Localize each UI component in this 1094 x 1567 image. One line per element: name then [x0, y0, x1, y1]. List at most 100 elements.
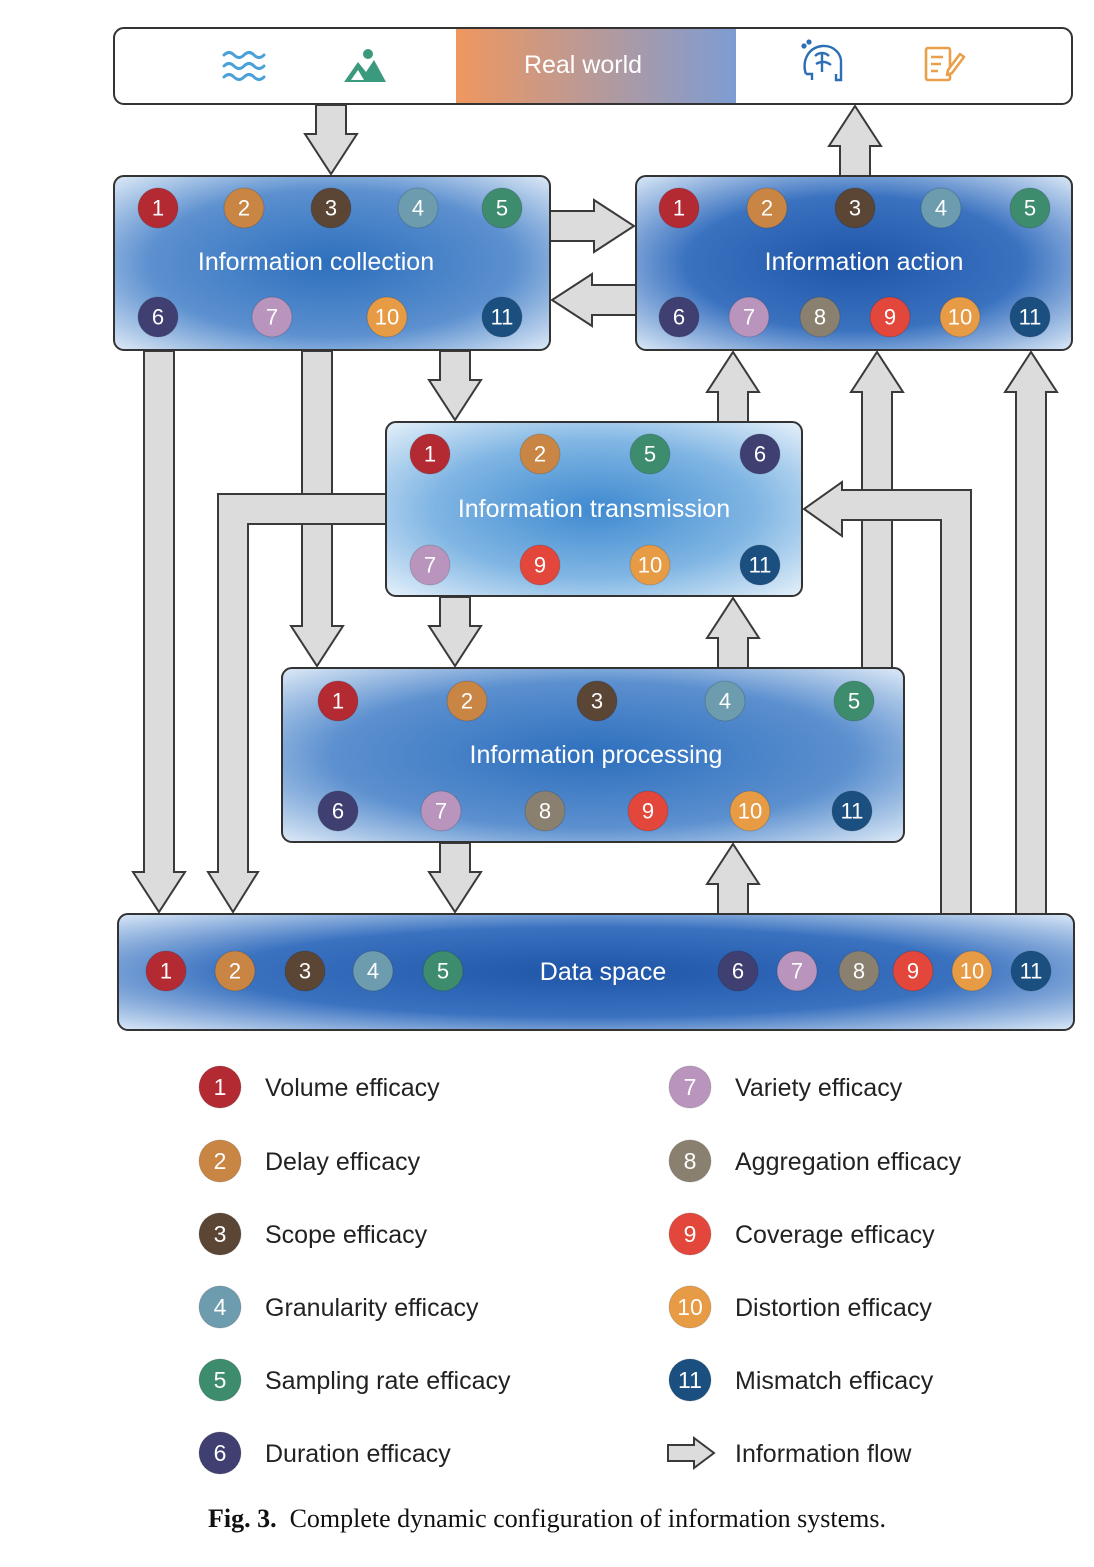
efficacy-badge-11: 11	[1010, 950, 1052, 992]
arrow-transmission-to-dataspace	[206, 493, 387, 914]
arrow-real-world-to-collection	[303, 104, 359, 176]
efficacy-badge-number: 2	[229, 959, 241, 984]
efficacy-badge-3: 3	[284, 950, 326, 992]
mountain-landscape-icon	[344, 49, 386, 82]
efficacy-badge-1: 1	[137, 187, 179, 229]
efficacy-badge-number: 11	[678, 1367, 702, 1393]
real-world-bar: Real world	[113, 27, 1073, 105]
real-world-band	[456, 29, 736, 103]
information-transmission-label: Information transmission	[458, 495, 730, 523]
efficacy-badge-number: 11	[749, 553, 772, 578]
information-transmission-node: Information transmission 1 2 5 6 7 9 10 11	[385, 421, 803, 597]
efficacy-badge-11: 11	[668, 1358, 712, 1402]
efficacy-badge-number: 3	[849, 196, 861, 221]
arrow-processing-to-dataspace	[427, 842, 483, 914]
legend-label: Variety efficacy	[735, 1074, 903, 1102]
efficacy-badge-number: 10	[677, 1294, 703, 1320]
efficacy-badge-number: 8	[814, 305, 826, 330]
efficacy-badge-1: 1	[145, 950, 187, 992]
efficacy-badge-number: 9	[884, 305, 896, 330]
legend-label: Volume efficacy	[265, 1074, 440, 1102]
efficacy-badge-10: 10	[939, 296, 981, 338]
efficacy-badge-number: 11	[841, 799, 864, 824]
efficacy-badge-4: 4	[920, 187, 962, 229]
efficacy-badge-number: 1	[152, 196, 164, 221]
information-processing-label: Information processing	[470, 741, 723, 769]
efficacy-badge-2: 2	[746, 187, 788, 229]
efficacy-badge-7: 7	[776, 950, 818, 992]
efficacy-badge-number: 10	[738, 799, 762, 824]
arrow-collection-to-transmission	[427, 350, 483, 422]
efficacy-badge-7: 7	[420, 790, 462, 832]
efficacy-badge-number: 9	[907, 959, 919, 984]
efficacy-badge-11: 11	[481, 296, 523, 338]
efficacy-badge-number: 10	[948, 305, 972, 330]
legend-label: Aggregation efficacy	[735, 1148, 962, 1176]
efficacy-badge-5: 5	[422, 950, 464, 992]
efficacy-badge-number: 4	[935, 196, 947, 221]
efficacy-badge-number: 6	[673, 305, 685, 330]
efficacy-badge-number: 1	[673, 196, 685, 221]
efficacy-badge-number: 6	[732, 959, 744, 984]
efficacy-badge-11: 11	[1009, 296, 1051, 338]
efficacy-badge-5: 5	[833, 680, 875, 722]
efficacy-badge-number: 1	[332, 689, 344, 714]
efficacy-badge-number: 10	[638, 553, 662, 578]
legend-label: Mismatch efficacy	[735, 1367, 934, 1395]
efficacy-badge-number: 5	[644, 442, 656, 467]
efficacy-badge-6: 6	[317, 790, 359, 832]
efficacy-badge-7: 7	[409, 544, 451, 586]
efficacy-badge-number: 2	[761, 196, 773, 221]
efficacy-badge-7: 7	[728, 296, 770, 338]
information-flow-arrow-icon	[667, 1436, 716, 1470]
legend-label: Duration efficacy	[265, 1440, 451, 1468]
efficacy-badge-9: 9	[519, 544, 561, 586]
efficacy-badge-2: 2	[214, 950, 256, 992]
efficacy-badge-2: 2	[446, 680, 488, 722]
arrow-transmission-to-action	[705, 350, 761, 423]
brain-head-icon	[801, 39, 843, 82]
arrow-action-to-real-world	[827, 104, 883, 177]
legend-label: Coverage efficacy	[735, 1221, 935, 1249]
efficacy-badge-10: 10	[366, 296, 408, 338]
efficacy-badge-5: 5	[481, 187, 523, 229]
legend-label: Sampling rate efficacy	[265, 1367, 511, 1395]
efficacy-badge-number: 2	[214, 1148, 227, 1174]
efficacy-badge-number: 11	[1020, 959, 1043, 984]
efficacy-badge-number: 3	[325, 196, 337, 221]
efficacy-badge-number: 9	[534, 553, 546, 578]
legend-item: 1 Volume efficacy	[198, 1065, 440, 1109]
efficacy-badge-number: 10	[375, 305, 399, 330]
efficacy-badge-number: 1	[214, 1074, 227, 1100]
efficacy-badge-number: 2	[534, 442, 546, 467]
efficacy-badge-number: 8	[853, 959, 865, 984]
efficacy-badge-number: 3	[214, 1221, 227, 1247]
efficacy-badge-10: 10	[629, 544, 671, 586]
efficacy-badge-6: 6	[739, 433, 781, 475]
efficacy-badge-number: 7	[743, 305, 755, 330]
efficacy-badge-1: 1	[409, 433, 451, 475]
efficacy-badge-2: 2	[223, 187, 265, 229]
efficacy-badge-2: 2	[519, 433, 561, 475]
arrow-collection-to-dataspace	[131, 350, 187, 914]
efficacy-badge-9: 9	[869, 296, 911, 338]
efficacy-badge-number: 4	[412, 196, 424, 221]
efficacy-badge-1: 1	[658, 187, 700, 229]
efficacy-badge-number: 4	[367, 959, 379, 984]
efficacy-badge-7: 7	[668, 1065, 712, 1109]
efficacy-badge-number: 1	[160, 959, 172, 984]
efficacy-badge-number: 2	[238, 196, 250, 221]
